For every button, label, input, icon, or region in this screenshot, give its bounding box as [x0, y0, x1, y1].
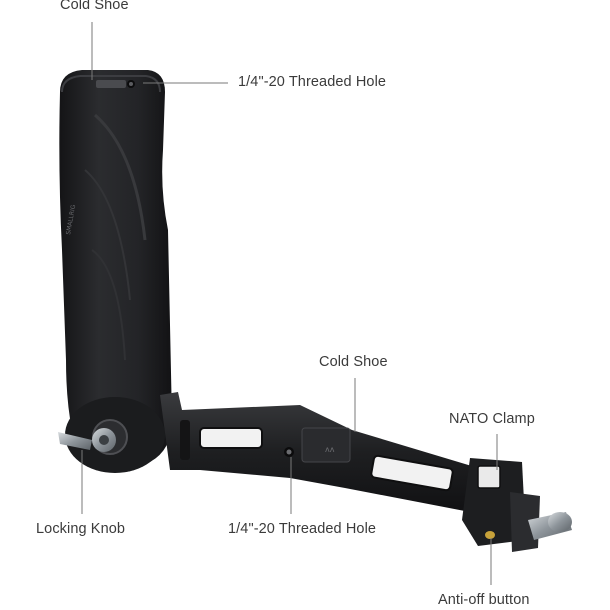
- nato-clamp-illustration: [462, 458, 572, 552]
- locking-knob-illustration: [58, 397, 165, 473]
- callout-anti-off-button: Anti-off button: [438, 592, 530, 608]
- callout-threaded-hole-top: 1/4"-20 Threaded Hole: [238, 74, 387, 90]
- callout-nato-clamp: NATO Clamp: [449, 411, 535, 427]
- callout-cold-shoe-top: Cold Shoe: [60, 0, 129, 13]
- arm-illustration: ʌʌ: [160, 392, 492, 512]
- callout-threaded-hole-bottom: 1/4"-20 Threaded Hole: [228, 521, 377, 537]
- handle-grip-illustration: SMALLRIG: [59, 70, 173, 469]
- callout-locking-knob: Locking Knob: [36, 521, 126, 537]
- leader-lines: [81, 22, 498, 585]
- callout-cold-shoe-mid: Cold Shoe: [319, 354, 388, 370]
- svg-text:ʌʌ: ʌʌ: [325, 445, 335, 454]
